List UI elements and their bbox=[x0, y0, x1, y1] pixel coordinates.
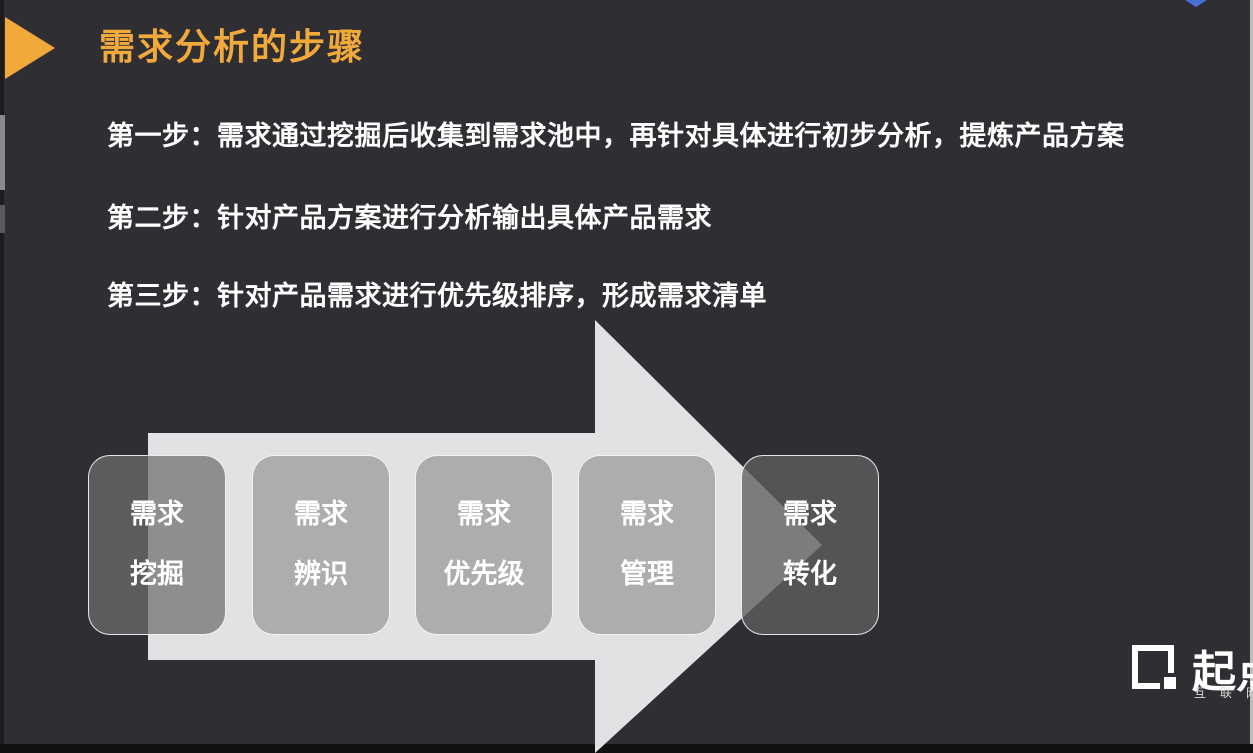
title-triangle-icon bbox=[5, 17, 55, 79]
process-step-label-bottom: 辨识 bbox=[294, 559, 348, 590]
process-step-identify: 需求 辨识 bbox=[252, 455, 390, 635]
process-step-convert: 需求 转化 bbox=[741, 455, 879, 635]
logo-text: 起点 bbox=[1192, 647, 1253, 698]
window-bottom-border bbox=[0, 744, 1253, 753]
process-step-label-top: 需求 bbox=[457, 499, 511, 530]
process-step-label-top: 需求 bbox=[130, 499, 184, 530]
left-edge-marker bbox=[0, 115, 5, 190]
process-step-priority: 需求 优先级 bbox=[415, 455, 553, 635]
process-step-label-bottom: 转化 bbox=[783, 559, 837, 590]
corner-indicator-icon bbox=[1185, 0, 1207, 7]
brand-logo: 起点 互联网 bbox=[1130, 640, 1253, 700]
logo-square-icon bbox=[1132, 645, 1176, 689]
left-edge-marker-small bbox=[0, 205, 5, 233]
process-step-label-bottom: 挖掘 bbox=[130, 559, 184, 590]
step-one-text: 第一步：需求通过挖掘后收集到需求池中，再针对具体进行初步分析，提炼产品方案 bbox=[107, 121, 1125, 152]
step-two-text: 第二步：针对产品方案进行分析输出具体产品需求 bbox=[107, 203, 712, 234]
process-step-label-top: 需求 bbox=[783, 499, 837, 530]
window-right-border bbox=[1250, 0, 1253, 753]
logo-subtitle: 互联网 bbox=[1194, 686, 1253, 700]
process-step-label-top: 需求 bbox=[294, 499, 348, 530]
step-three-text: 第三步：针对产品需求进行优先级排序，形成需求清单 bbox=[107, 281, 767, 312]
window-left-border bbox=[0, 0, 4, 753]
process-step-manage: 需求 管理 bbox=[578, 455, 716, 635]
process-step-mining: 需求 挖掘 bbox=[88, 455, 226, 635]
process-step-label-top: 需求 bbox=[620, 499, 674, 530]
process-step-label-bottom: 优先级 bbox=[443, 559, 525, 590]
slide-title: 需求分析的步骤 bbox=[99, 27, 366, 68]
process-step-label-bottom: 管理 bbox=[620, 559, 674, 590]
